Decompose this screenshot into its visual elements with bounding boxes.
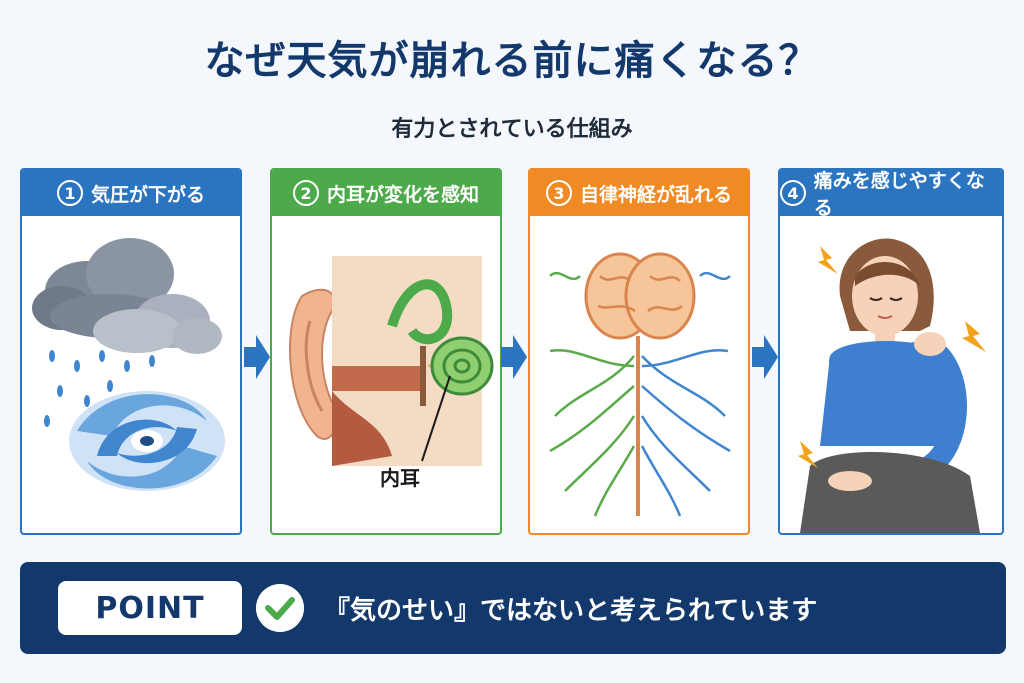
page-title: なぜ天気が崩れる前に痛くなる？ [204,38,820,84]
right-arrow-icon [244,335,270,379]
inner-ear-label: 内耳 [380,466,420,490]
woman-shoulder-pain-icon [798,238,986,533]
point-text: 『気のせい』ではないと考えられています [324,596,818,626]
step-4-card: 4 痛みを感じやすくなる [778,168,1004,535]
point-banner: POINT 『気のせい』ではないと考えられています [20,562,1006,654]
right-arrow-icon [501,335,527,379]
step-4-illustration [780,216,1002,533]
step-3-label: 自律神経が乱れる [579,183,732,206]
ear-anatomy-icon [289,256,494,466]
step-2-header: 2 内耳が変化を感知 [272,170,500,216]
page-subtitle: 有力とされている仕組み [391,117,633,142]
brain-nerves-icon [549,252,731,517]
check-icon [256,584,304,632]
step-1-number: 1 [56,180,83,206]
step-2-label: 内耳が変化を感知 [326,183,479,206]
step-4-number: 4 [780,180,806,206]
step-3-number: 3 [545,180,572,206]
step-2-number: 2 [292,180,319,206]
step-4-label: 痛みを感じやすくなる [813,170,985,219]
step-1-illustration [22,216,240,533]
right-arrow-icon [752,335,778,379]
step-3-header: 3 自律神経が乱れる [530,170,748,216]
step-2-illustration: 内耳 [272,216,500,533]
step-4-header: 4 痛みを感じやすくなる [780,170,1002,219]
step-1-header: 1 気圧が下がる [22,170,240,216]
typhoon-icon [69,391,225,491]
step-3-card: 3 自律神経が乱れる [528,168,750,535]
point-badge: POINT [58,581,242,635]
step-1-label: 気圧が下がる [90,183,205,206]
step-3-illustration [530,216,748,533]
rain-cloud-icon [32,238,222,442]
step-2-card: 2 内耳が変化を感知 内耳 [270,168,502,535]
step-1-card: 1 気圧が下がる [20,168,242,535]
